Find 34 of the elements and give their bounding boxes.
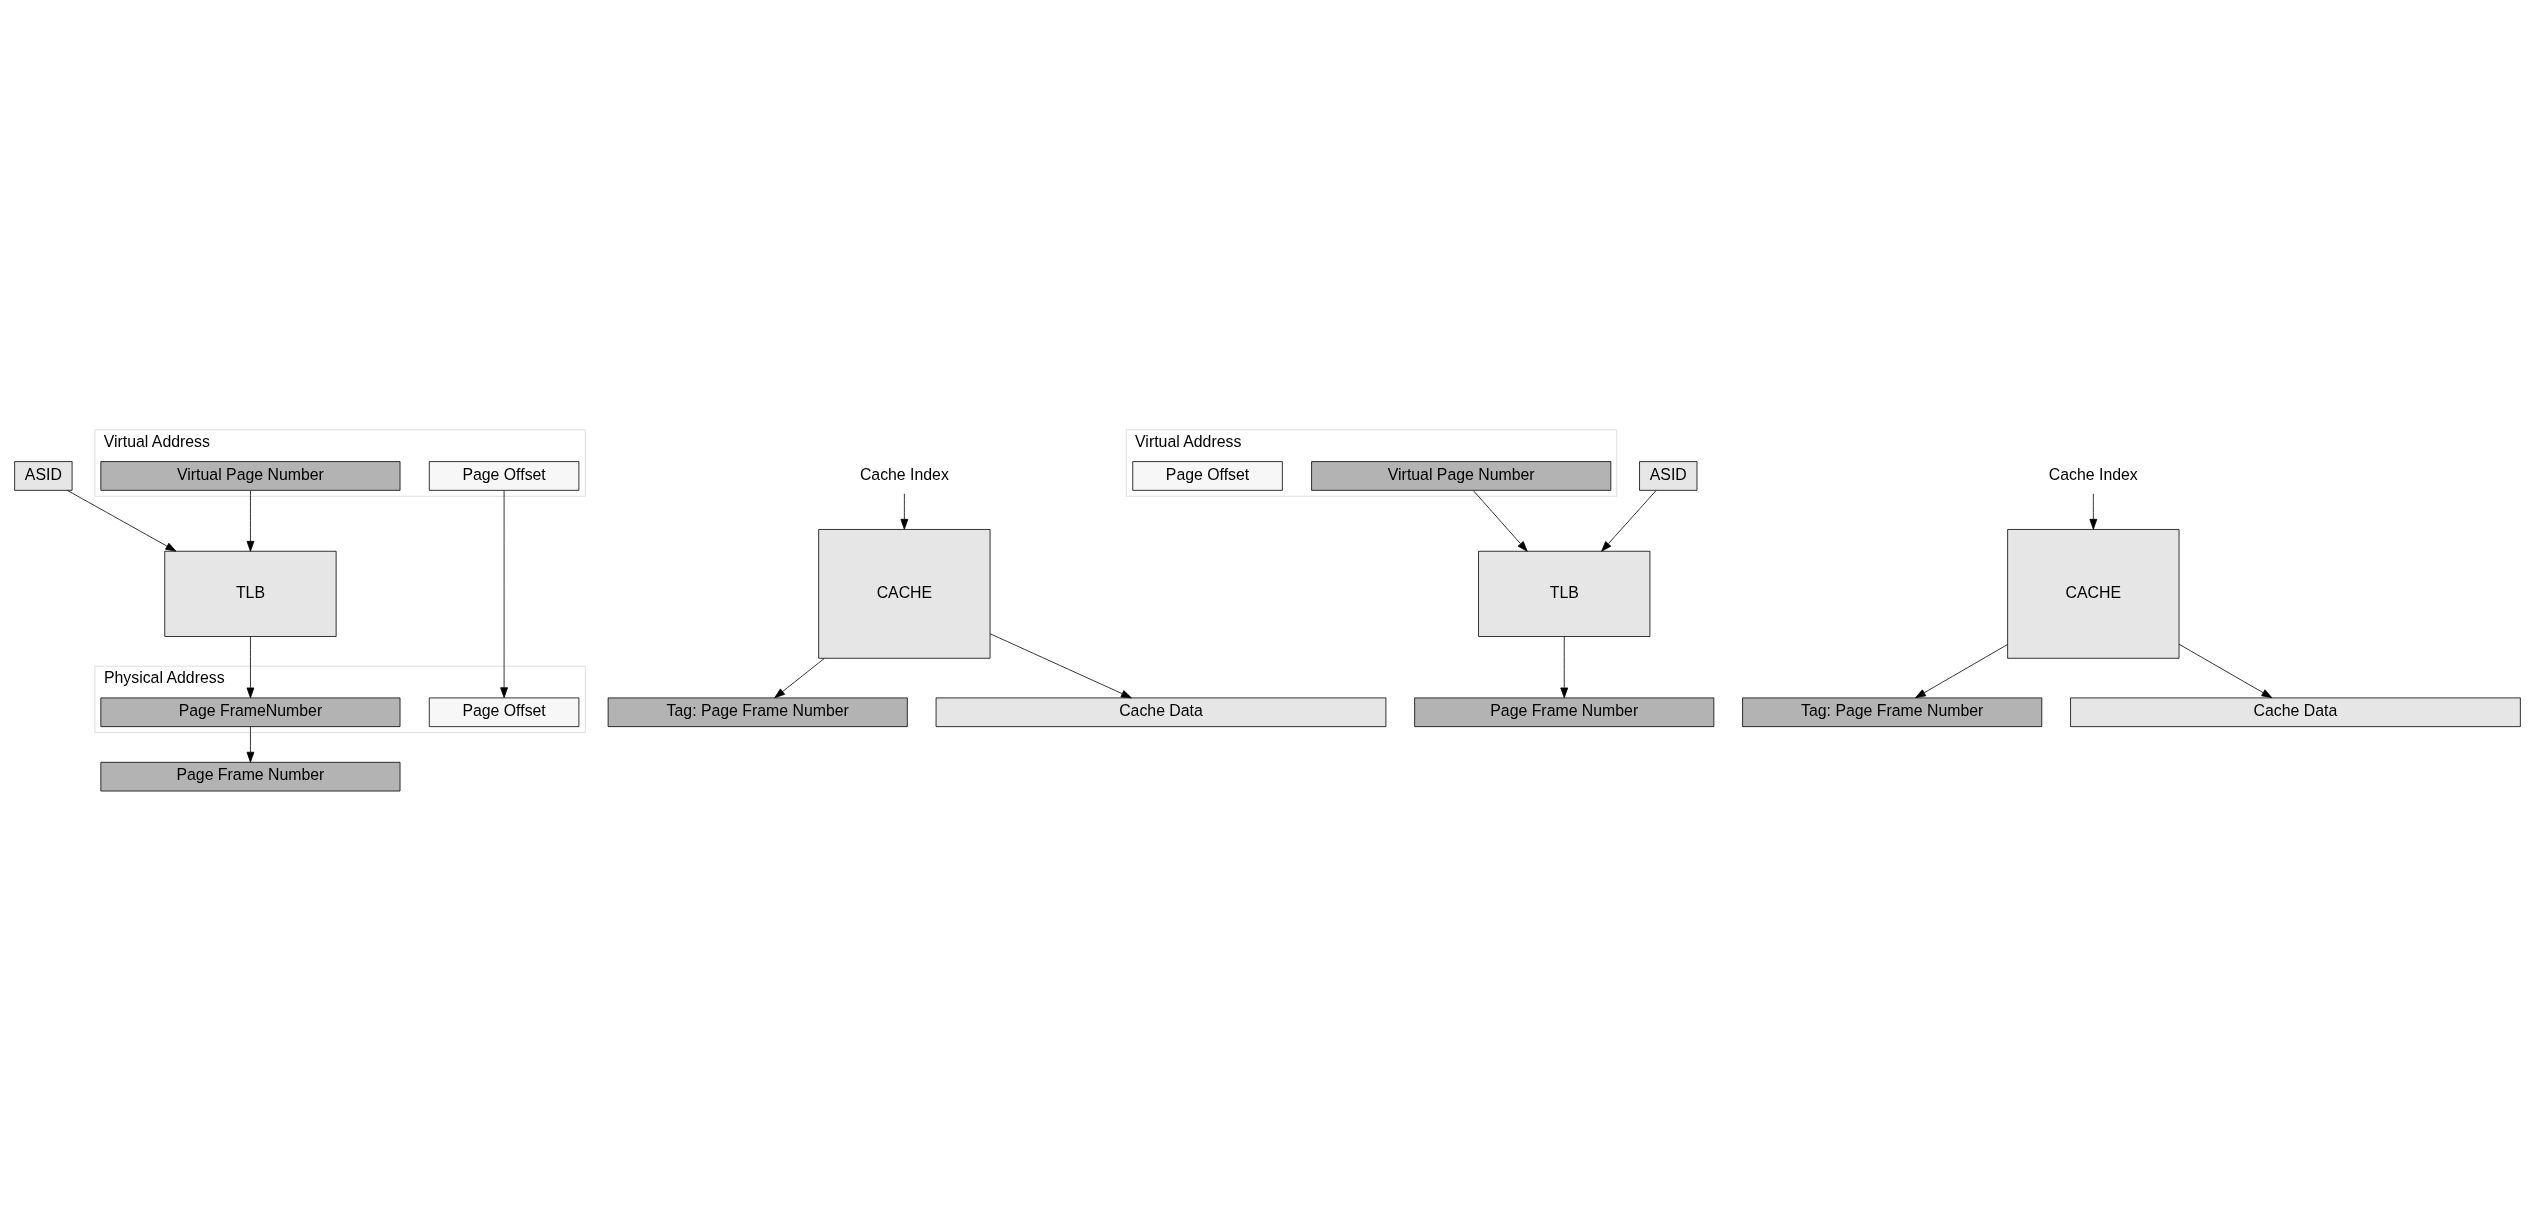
arrow <box>1560 635 1569 698</box>
arrow <box>900 492 909 530</box>
node-box: Page Frame Number <box>100 761 401 791</box>
node-box: ASID <box>14 460 73 491</box>
node-box: TLB <box>1478 550 1651 637</box>
node-box: Page Offset <box>428 460 580 491</box>
node-box: Page FrameNumber <box>100 697 401 727</box>
node-box: TLB <box>164 550 337 637</box>
node-box: Cache Data <box>2070 697 2521 727</box>
arrow <box>989 632 1132 698</box>
arrow <box>246 725 255 763</box>
arrow <box>1601 489 1657 552</box>
node-box: Virtual Page Number <box>1311 460 1612 491</box>
node-box: Cache Data <box>935 697 1387 727</box>
node-box: CACHE <box>2007 528 2180 659</box>
arrow <box>500 489 508 698</box>
arrow <box>67 489 177 551</box>
node-text: Cache Index <box>2048 465 2138 483</box>
node-box: Tag: Page Frame Number <box>607 697 908 727</box>
node-box: Virtual Page Number <box>100 460 401 491</box>
arrow <box>2178 643 2273 698</box>
arrow <box>1473 489 1528 552</box>
arrow <box>246 635 255 698</box>
node-box: Page Offset <box>1132 460 1283 491</box>
node-box: Tag: Page Frame Number <box>1742 697 2043 727</box>
node-box: Page Offset <box>428 697 580 727</box>
arrow <box>2089 492 2098 530</box>
arrow <box>774 657 825 698</box>
node-box: CACHE <box>818 528 991 659</box>
node-box: Page Frame Number <box>1414 697 1715 727</box>
arrow <box>1915 643 2008 698</box>
node-box: ASID <box>1639 460 1698 491</box>
node-text: Cache Index <box>859 465 949 483</box>
arrow <box>246 489 255 552</box>
